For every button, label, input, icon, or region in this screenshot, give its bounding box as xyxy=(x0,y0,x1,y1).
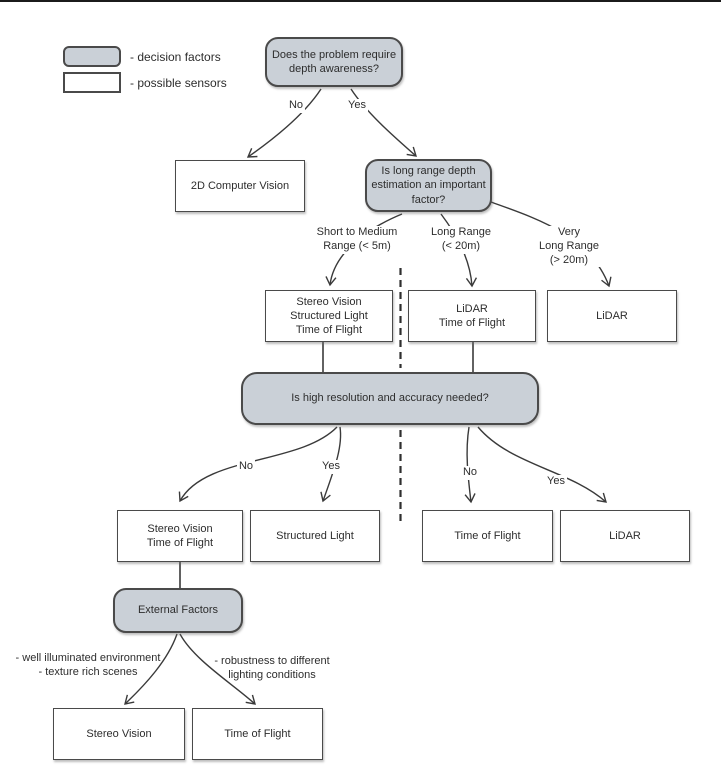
annotation-robustness: - robustness to different lighting condi… xyxy=(214,655,330,681)
edge-depth-yes xyxy=(350,88,417,157)
edge-resolution-no-left xyxy=(178,426,338,503)
sensor-swatch xyxy=(63,72,121,93)
edge-external-right xyxy=(179,633,256,705)
edge-label-no: No xyxy=(236,460,256,474)
edge-label-no: No xyxy=(286,99,306,113)
edge-label-yes: Yes xyxy=(346,99,368,113)
edge-label-short-medium-range: Short to Medium Range (< 5m) xyxy=(314,226,400,254)
top-border-line xyxy=(0,0,721,2)
decision-external-factors: External Factors xyxy=(113,588,243,633)
edge-external-left xyxy=(124,633,178,705)
legend-item-decision: - decision factors xyxy=(63,45,221,68)
node-stereo-tof: Stereo Vision Time of Flight xyxy=(117,510,243,562)
node-lidar-very-long-range: LiDAR xyxy=(547,290,677,342)
legend-label: - possible sensors xyxy=(130,75,227,90)
edge-label-yes: Yes xyxy=(320,460,342,474)
node-structured-light: Structured Light xyxy=(250,510,380,562)
edge-resolution-no-right xyxy=(464,426,476,504)
legend-item-sensor: - possible sensors xyxy=(63,71,227,94)
edge-label-yes: Yes xyxy=(545,475,567,489)
node-stereo-vision-final: Stereo Vision xyxy=(53,708,185,760)
legend-label: - decision factors xyxy=(130,49,221,64)
node-lidar-mid: LiDAR xyxy=(560,510,690,562)
node-2d-computer-vision: 2D Computer Vision xyxy=(175,160,305,212)
decision-swatch xyxy=(63,46,121,67)
node-stereo-structured-tof: Stereo Vision Structured Light Time of F… xyxy=(265,290,393,342)
node-time-of-flight-mid: Time of Flight xyxy=(422,510,553,562)
edge-label-very-long-range: Very Long Range (> 20m) xyxy=(537,226,601,268)
edge-depth-no xyxy=(246,88,322,158)
decision-long-range-estimation: Is long range depth estimation an import… xyxy=(365,159,492,212)
edge-label-long-range: Long Range (< 20m) xyxy=(429,226,493,254)
decision-high-resolution-accuracy: Is high resolution and accuracy needed? xyxy=(241,372,539,425)
node-lidar-tof: LiDAR Time of Flight xyxy=(408,290,536,342)
node-time-of-flight-final: Time of Flight xyxy=(192,708,323,760)
decision-depth-awareness: Does the problem require depth awareness… xyxy=(265,37,403,87)
edge-resolution-yes-right xyxy=(477,426,607,503)
edge-label-no: No xyxy=(460,466,480,480)
edge-resolution-yes-left xyxy=(320,426,342,503)
annotation-well-illuminated: - well illuminated environment - texture… xyxy=(15,652,161,678)
